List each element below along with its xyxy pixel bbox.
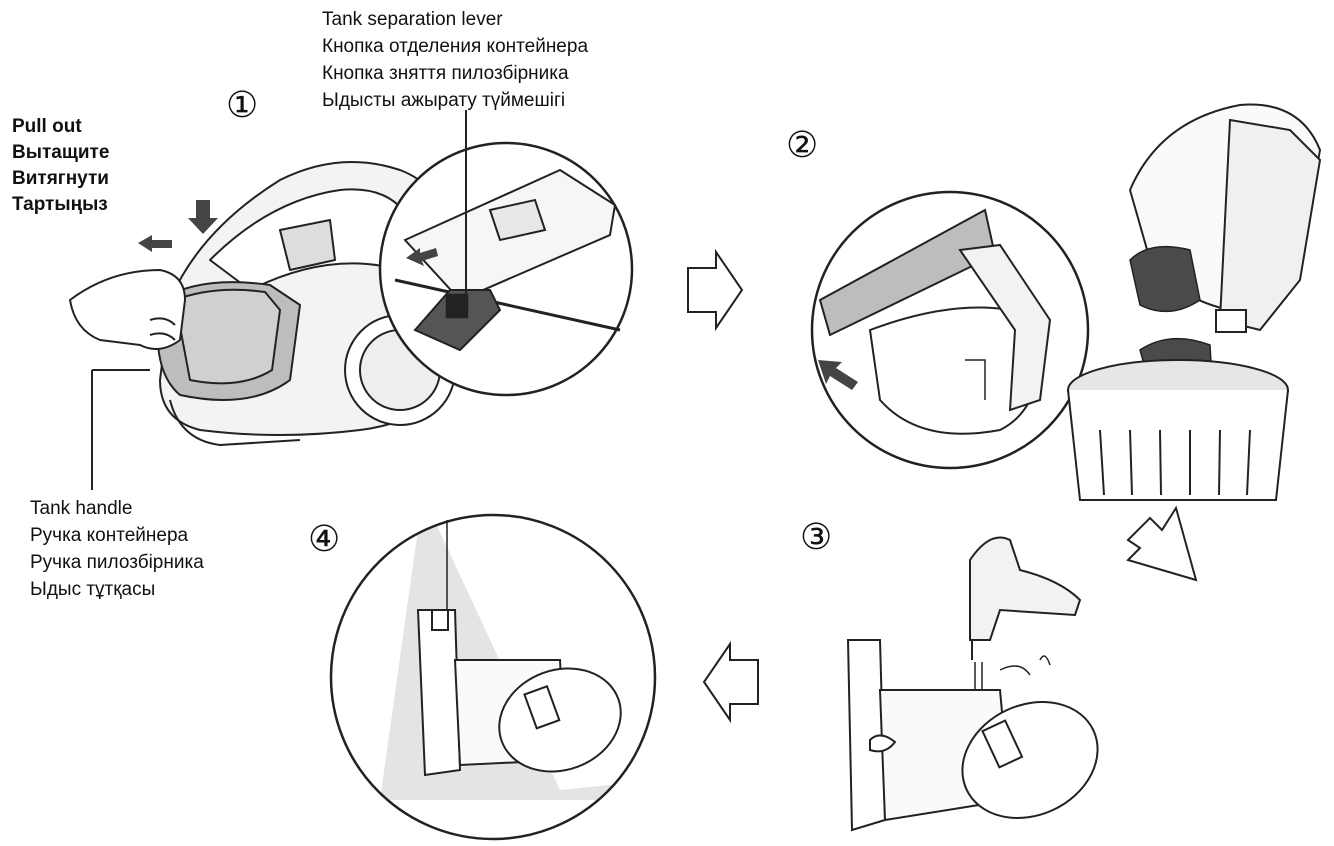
- push-down-arrow-icon: [188, 200, 218, 234]
- tank-lever-ru: Кнопка отделения контейнера: [322, 36, 589, 57]
- lever-detail-circle: [378, 141, 634, 397]
- pull-out-kk: Тартыңыз: [12, 194, 108, 215]
- step-3-number: ③: [800, 517, 833, 558]
- washing-tank-illustration: [846, 639, 1099, 832]
- lever-arrow-icon: [406, 248, 438, 266]
- pull-out-ru: Вытащите: [12, 142, 110, 163]
- faucet-illustration: [969, 536, 1082, 660]
- step-4-number: ④: [308, 519, 341, 560]
- tank-attach-arrow-icon: [818, 360, 858, 390]
- next-arrow-left-icon: [702, 640, 759, 724]
- next-arrow-right-icon: [687, 248, 744, 332]
- tank-handle-uk: Ручка пилозбірника: [30, 552, 204, 573]
- tank-detach-circle: [810, 190, 1090, 470]
- tank-separation-lever-label: Tank separation lever Кнопка отделения к…: [322, 6, 588, 114]
- pull-out-en: Pull out: [12, 116, 82, 137]
- next-arrow-down-icon: [1126, 505, 1198, 582]
- tank-lever-uk: Кнопка зняття пилозбірника: [322, 63, 569, 84]
- trash-bin-illustration: [1067, 359, 1289, 501]
- pull-out-label: Pull out Вытащите Витягнути Тартыңыз: [12, 114, 109, 218]
- tank-lever-kk: Ыдысты ажырату түймешігі: [322, 90, 566, 111]
- step-1-number: ①: [226, 85, 259, 126]
- tank-handle-ru: Ручка контейнера: [30, 525, 189, 546]
- pull-out-arrow-icon: [138, 235, 172, 252]
- tank-reattach-circle: [329, 513, 657, 841]
- tank-handle-kk: Ыдыс тұтқасы: [30, 579, 156, 600]
- tank-lever-en: Tank separation lever: [322, 9, 503, 30]
- pull-out-uk: Витягнути: [12, 168, 109, 189]
- tank-handle-en: Tank handle: [30, 498, 133, 519]
- step-2-number: ②: [786, 125, 819, 166]
- tank-handle-label: Tank handle Ручка контейнера Ручка пилоз…: [30, 495, 204, 603]
